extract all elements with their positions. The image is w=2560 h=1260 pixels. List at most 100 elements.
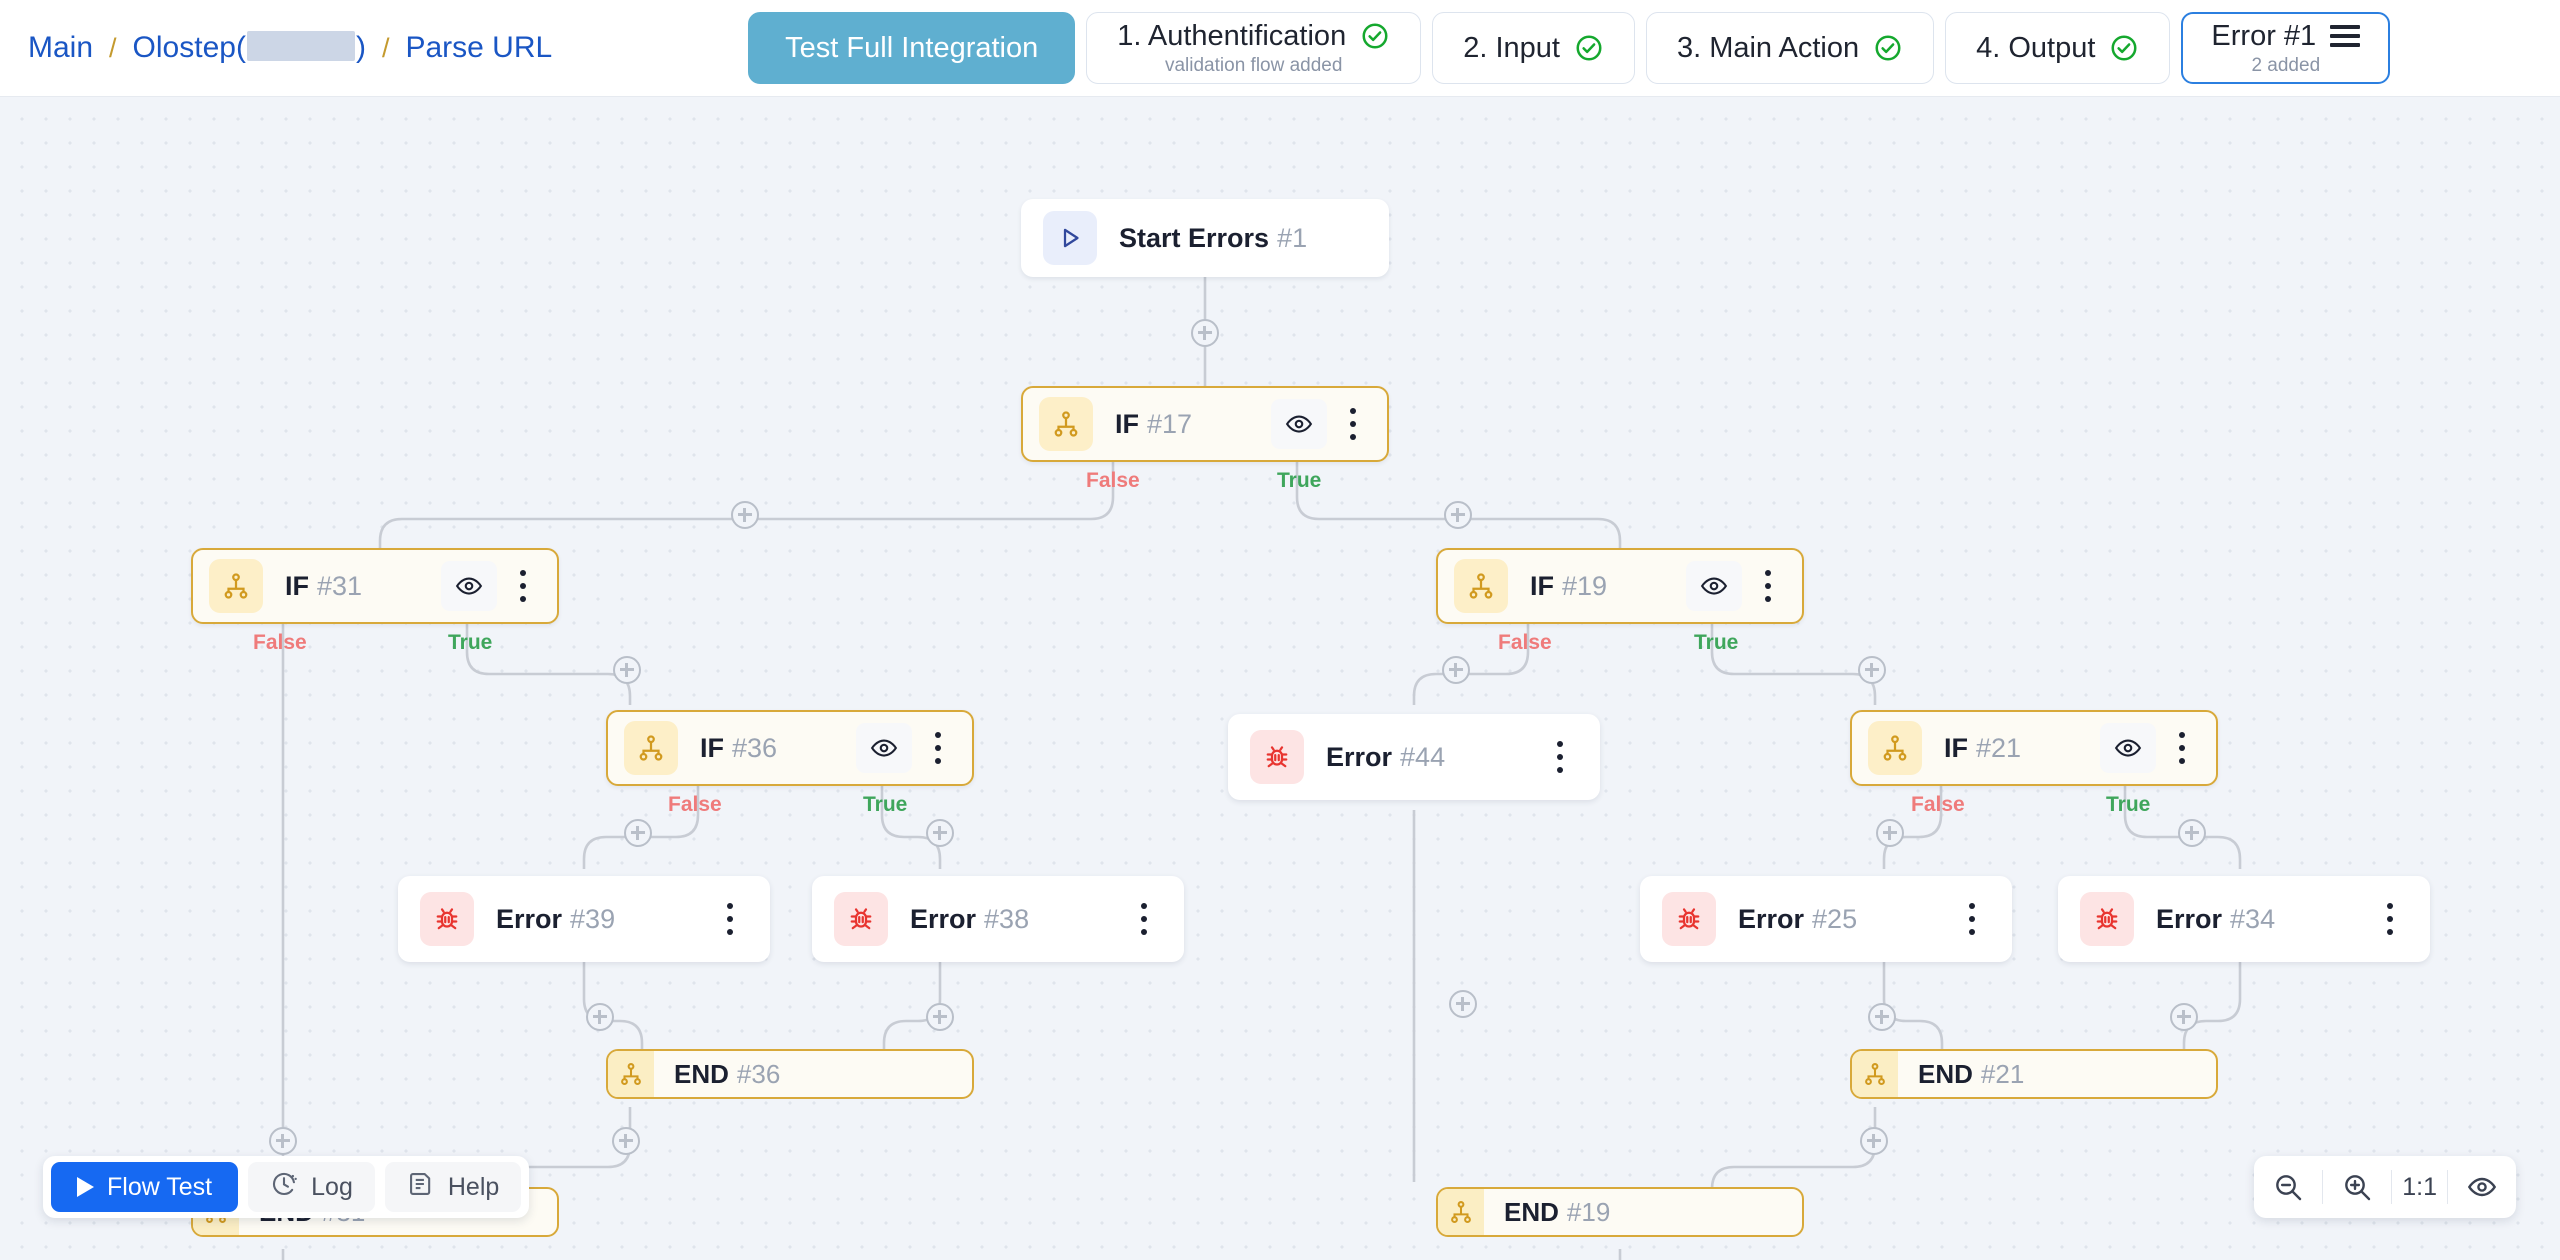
node-end-21[interactable]: END#21 [1850,1049,2218,1099]
help-label: Help [447,1172,500,1201]
zoom-controls: 1:1 [2254,1156,2516,1218]
tab-error-1-sublabel: 2 added [2251,54,2321,76]
add-node-handle[interactable] [1868,1003,1896,1031]
help-button[interactable]: Help [384,1162,522,1212]
node-title: Error#44 [1326,741,1446,772]
add-node-handle[interactable] [613,656,641,684]
test-full-integration-button[interactable]: Test Full Integration [748,12,1076,84]
tab-main-action[interactable]: 3. Main Action [1645,12,1935,84]
breadcrumb-item-main[interactable]: Main [28,31,94,64]
node-title: IF#36 [700,732,778,763]
add-node-handle[interactable] [269,1127,297,1155]
tab-authentification[interactable]: 1. Authentification validation flow adde… [1086,12,1422,84]
node-menu-icon[interactable] [505,570,541,602]
tab-error-1-label: Error #1 [2211,19,2317,52]
node-menu-icon[interactable] [920,732,956,764]
node-title: Error#34 [2156,903,2276,934]
eye-icon[interactable] [2448,1156,2516,1218]
node-menu-icon[interactable] [1126,903,1162,935]
eye-icon[interactable] [441,561,497,611]
add-node-handle[interactable] [1860,1127,1888,1155]
node-menu-icon[interactable] [1954,903,1990,935]
node-error-38[interactable]: Error#38 [812,876,1184,962]
tab-input[interactable]: 2. Input [1432,12,1635,84]
node-error-34[interactable]: Error#34 [2058,876,2430,962]
add-node-handle[interactable] [731,501,759,529]
check-circle-icon [1873,33,1903,63]
node-if-17[interactable]: IF#17 [1021,386,1389,462]
flow-test-button[interactable]: Flow Test [51,1162,239,1212]
log-button[interactable]: Log [248,1162,375,1212]
add-node-handle[interactable] [612,1127,640,1155]
node-error-25[interactable]: Error#25 [1640,876,2012,962]
branch-icon [1454,559,1508,613]
node-start-errors[interactable]: Start Errors#1 [1021,199,1389,277]
divider [2322,1170,2324,1204]
add-node-handle[interactable] [586,1003,614,1031]
node-if-21[interactable]: IF#21 [1850,710,2218,786]
node-title: Error#38 [910,903,1030,934]
tab-authentification-label: 1. Authentification [1117,19,1347,52]
hamburger-menu-icon[interactable] [2330,25,2361,47]
node-end-19[interactable]: END#19 [1436,1187,1804,1237]
add-node-handle[interactable] [1858,656,1886,684]
add-node-handle[interactable] [2170,1003,2198,1031]
node-if-19[interactable]: IF#19 [1436,548,1804,624]
breadcrumb-item-parse-url[interactable]: Parse URL [405,31,553,64]
eye-icon[interactable] [856,723,912,773]
node-menu-icon[interactable] [1335,408,1371,440]
zoom-in-icon[interactable] [2323,1156,2391,1218]
branch-label-true: True [1277,469,1322,492]
flow-canvas[interactable]: False True False True False True False T… [0,97,2560,1260]
step-tabs: Test Full Integration 1. Authentificatio… [748,12,2391,84]
node-if-31[interactable]: IF#31 [191,548,559,624]
node-menu-icon[interactable] [712,903,748,935]
node-title: END#19 [1504,1196,1611,1227]
tab-error-1[interactable]: Error #1 2 added [2181,12,2391,84]
zoom-ratio-label[interactable]: 1:1 [2402,1172,2437,1201]
add-node-handle[interactable] [926,1003,954,1031]
breadcrumb: Main / Olostep() / Parse URL [28,31,552,65]
eye-icon[interactable] [1271,399,1327,449]
node-title: END#21 [1918,1058,2025,1089]
divider [2447,1170,2448,1204]
top-bar: Main / Olostep() / Parse URL Test Full I… [0,0,2560,97]
branch-label-true: True [448,631,493,654]
log-label: Log [311,1172,353,1201]
node-menu-icon[interactable] [2372,903,2408,935]
bug-icon [1250,730,1304,784]
node-menu-icon[interactable] [2164,732,2200,764]
breadcrumb-item-project[interactable]: Olostep() [133,31,366,65]
breadcrumb-paren-open: ( [235,31,246,64]
node-menu-icon[interactable] [1542,741,1578,773]
node-menu-icon[interactable] [1750,570,1786,602]
node-error-39[interactable]: Error#39 [398,876,770,962]
node-end-36[interactable]: END#36 [606,1049,974,1099]
add-node-handle[interactable] [1444,501,1472,529]
node-if-36[interactable]: IF#36 [606,710,974,786]
redacted-text-block [246,31,355,61]
divider [2391,1170,2393,1204]
add-node-handle[interactable] [2178,819,2206,847]
add-node-handle[interactable] [926,819,954,847]
zoom-out-icon[interactable] [2254,1156,2322,1218]
add-node-handle[interactable] [1449,990,1477,1018]
bottom-toolbar: Flow Test Log Help [43,1156,530,1218]
check-circle-icon [1360,21,1390,51]
flow-test-label: Flow Test [107,1172,213,1201]
node-title: Error#39 [496,903,616,934]
add-node-handle[interactable] [624,819,652,847]
add-node-handle[interactable] [1876,819,1904,847]
node-title: Start Errors#1 [1119,222,1308,253]
tab-output[interactable]: 4. Output [1945,12,2171,84]
bug-icon [834,892,888,946]
node-error-44[interactable]: Error#44 [1228,714,1600,800]
eye-icon[interactable] [2100,723,2156,773]
branch-icon [608,1051,654,1097]
eye-icon[interactable] [1686,561,1742,611]
branch-icon [209,559,263,613]
branch-icon [1438,1189,1484,1235]
add-node-handle[interactable] [1191,319,1219,347]
branch-icon [1868,721,1922,775]
add-node-handle[interactable] [1442,656,1470,684]
